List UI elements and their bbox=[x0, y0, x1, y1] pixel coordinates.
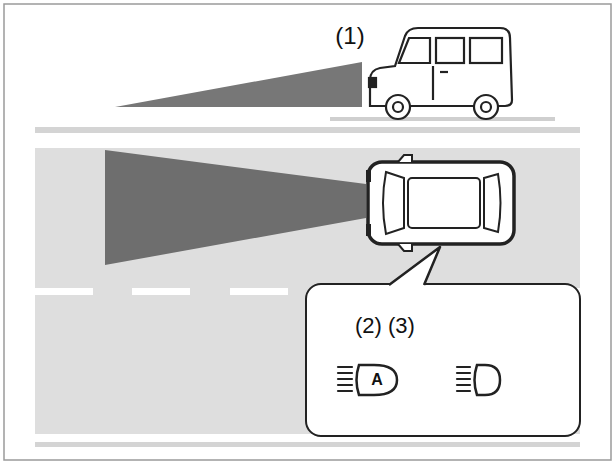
mirror bbox=[398, 155, 412, 162]
mirror bbox=[398, 244, 412, 251]
beam-ray bbox=[457, 390, 470, 392]
sidewalk-line bbox=[330, 117, 555, 121]
beam-ray bbox=[338, 366, 352, 368]
van-headlight bbox=[369, 78, 376, 87]
beam-ray bbox=[338, 372, 352, 374]
frame-border bbox=[4, 4, 611, 460]
van-body bbox=[370, 28, 512, 106]
beam-ray bbox=[338, 378, 352, 380]
door-handle bbox=[440, 71, 448, 73]
lane-dash bbox=[132, 288, 190, 295]
road-edge-line bbox=[35, 127, 580, 133]
callout-number: (2) (3) bbox=[355, 313, 415, 339]
high-beam-symbol bbox=[457, 365, 500, 395]
own-car-top bbox=[366, 155, 514, 251]
oncoming-van bbox=[369, 28, 512, 119]
beam-ray bbox=[457, 372, 470, 374]
callout-pointer bbox=[389, 247, 440, 285]
car-headlight bbox=[366, 170, 371, 182]
van-hub bbox=[393, 102, 403, 112]
callout-number: (1) bbox=[335, 22, 364, 50]
van-wheel bbox=[474, 95, 498, 119]
car-headlight bbox=[366, 224, 371, 236]
lamp-outline bbox=[475, 365, 501, 395]
lane-dash bbox=[35, 288, 93, 295]
road-edge-line bbox=[35, 442, 580, 447]
van-window bbox=[470, 38, 502, 63]
van-hub bbox=[481, 102, 491, 112]
van-window bbox=[436, 38, 464, 63]
car-body bbox=[368, 162, 514, 244]
beam-ray bbox=[338, 384, 352, 386]
auto-high-beam-symbol bbox=[338, 365, 397, 395]
windshield bbox=[383, 172, 404, 234]
callout-box: (2) (3) bbox=[305, 283, 581, 437]
van-window bbox=[399, 38, 430, 63]
beam-ray bbox=[457, 366, 470, 368]
headlight-beam bbox=[105, 150, 366, 265]
lamp-outline bbox=[357, 365, 398, 395]
beam-ray bbox=[457, 378, 470, 380]
van-wheel bbox=[386, 95, 410, 119]
lane-dash bbox=[230, 288, 288, 295]
door-line bbox=[432, 66, 434, 100]
beam-ray bbox=[457, 384, 470, 386]
headlight-beam bbox=[115, 62, 362, 107]
roof bbox=[408, 178, 480, 228]
rear-window bbox=[484, 174, 501, 232]
callout-pointer-fill bbox=[389, 247, 440, 285]
beam-ray bbox=[338, 390, 352, 392]
